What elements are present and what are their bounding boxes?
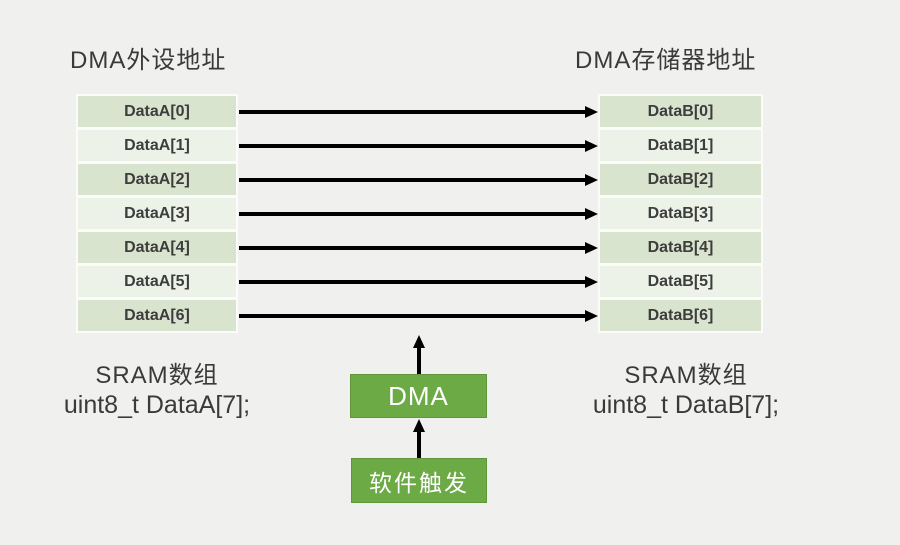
- table-row: DataA[4]: [78, 232, 236, 263]
- trigger-to-dma-arrow: [413, 419, 425, 458]
- dma-box: DMA: [350, 374, 487, 418]
- transfer-arrow: [239, 241, 598, 254]
- table-row: DataB[4]: [600, 232, 761, 263]
- transfer-arrow: [239, 105, 598, 118]
- transfer-arrow: [239, 173, 598, 186]
- sram-label: SRAM数组: [95, 362, 219, 389]
- array-declaration: uint8_t DataA[7];: [63, 391, 251, 419]
- peripheral-address-title: DMA外设地址: [70, 47, 227, 74]
- table-row: DataA[5]: [78, 266, 236, 297]
- table-row: DataA[2]: [78, 164, 236, 195]
- destination-array-caption: SRAM数组 uint8_t DataB[7];: [546, 361, 826, 420]
- table-row: DataA[0]: [78, 96, 236, 127]
- table-row: DataA[1]: [78, 130, 236, 161]
- transfer-arrow: [239, 275, 598, 288]
- table-row: DataA[3]: [78, 198, 236, 229]
- transfer-arrow: [239, 139, 598, 152]
- table-row: DataB[3]: [600, 198, 761, 229]
- transfer-arrow: [239, 309, 598, 322]
- table-row: DataB[2]: [600, 164, 761, 195]
- table-row: DataB[5]: [600, 266, 761, 297]
- dma-to-transfer-arrow: [413, 335, 425, 374]
- software-trigger-box: 软件触发: [351, 458, 487, 503]
- source-array-caption: SRAM数组 uint8_t DataA[7];: [17, 361, 297, 420]
- table-row: DataA[6]: [78, 300, 236, 331]
- array-declaration: uint8_t DataB[7];: [592, 391, 780, 419]
- source-array-table: DataA[0]DataA[1]DataA[2]DataA[3]DataA[4]…: [76, 94, 238, 333]
- table-row: DataB[6]: [600, 300, 761, 331]
- sram-label: SRAM数组: [624, 362, 748, 389]
- transfer-arrow: [239, 207, 598, 220]
- destination-array-table: DataB[0]DataB[1]DataB[2]DataB[3]DataB[4]…: [598, 94, 763, 333]
- table-row: DataB[0]: [600, 96, 761, 127]
- memory-address-title: DMA存储器地址: [575, 47, 757, 74]
- table-row: DataB[1]: [600, 130, 761, 161]
